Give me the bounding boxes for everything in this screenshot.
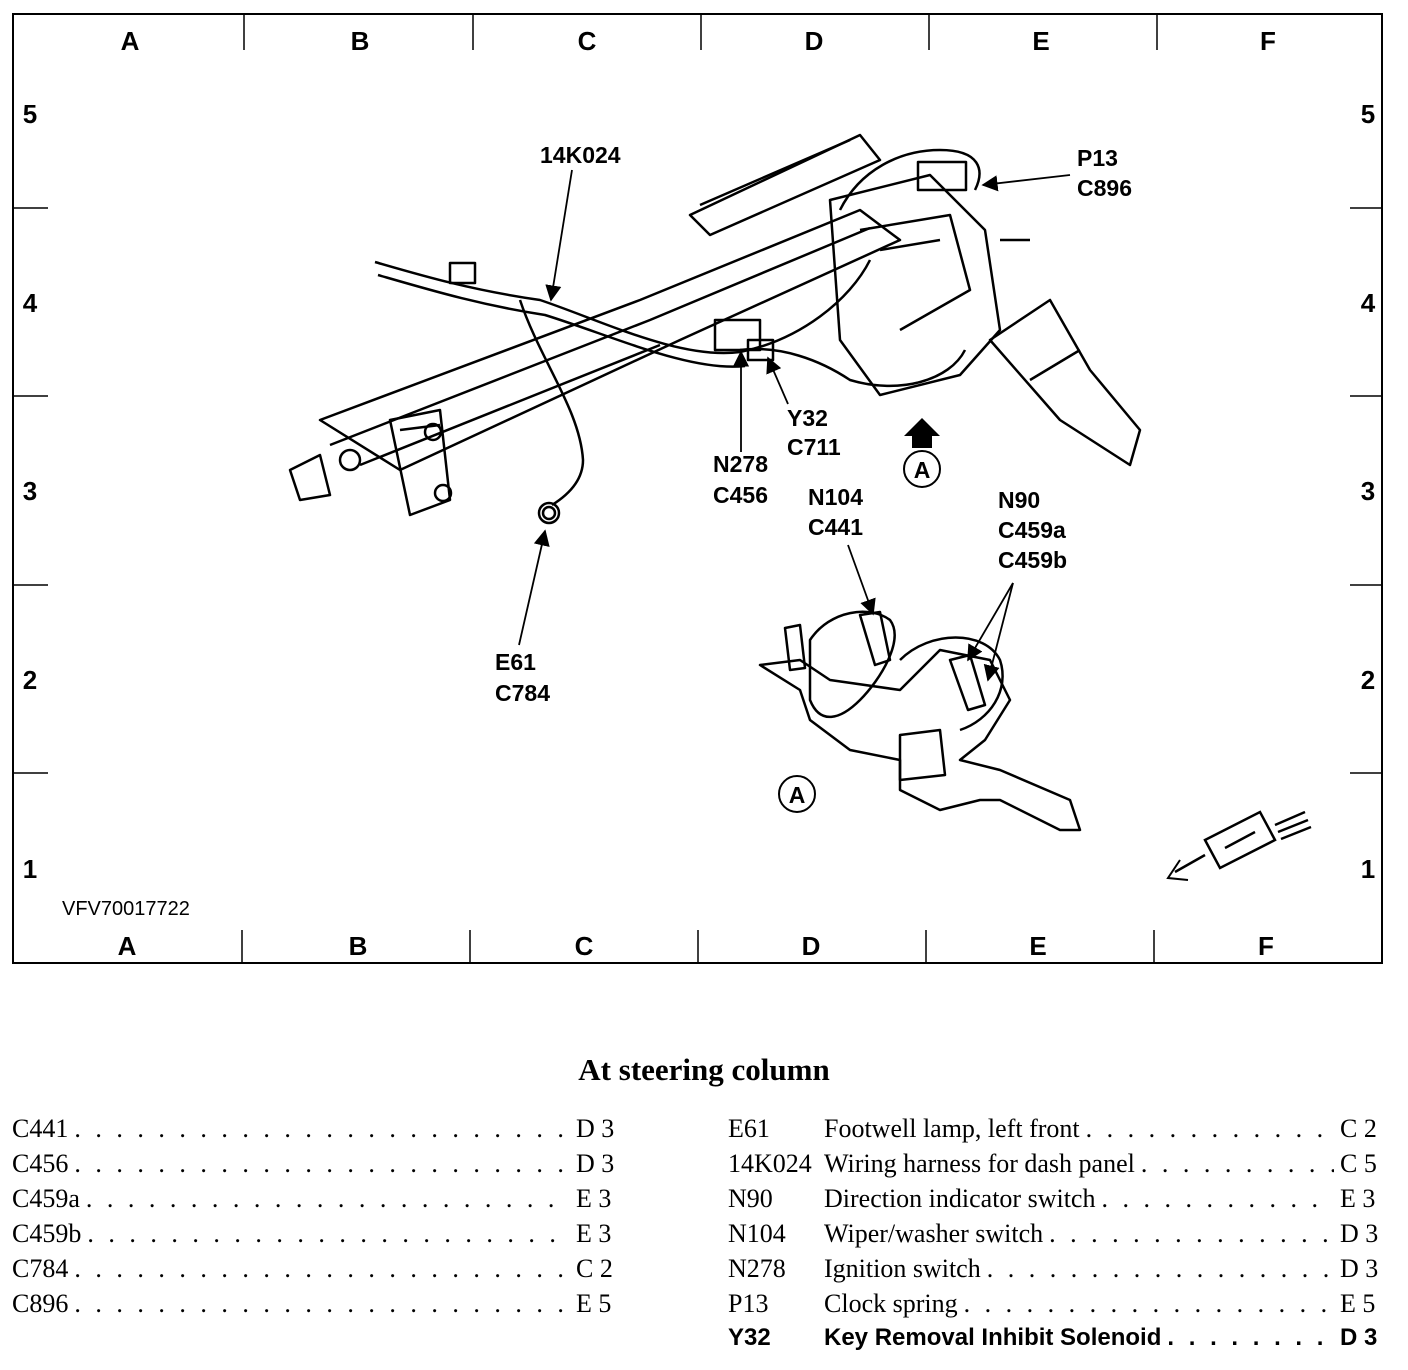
row-label-right-3: 3 — [1361, 476, 1375, 506]
wiring-diagram: A B C D E F A B C D E F 5 4 3 2 1 5 4 3 … — [12, 13, 1383, 964]
col-label-bottom-d: D — [802, 931, 821, 961]
callout-c711: C711 — [787, 434, 841, 460]
callout-c784: C784 — [495, 680, 550, 706]
callout-14k024: 14K024 — [540, 142, 621, 168]
caption: At steering column — [578, 1052, 830, 1087]
callout-c459b: C459b — [998, 547, 1067, 573]
legend-row: Y32 Key Removal Inhibit Solenoid D 3 — [728, 1324, 1384, 1359]
legend-code: C456 — [12, 1149, 69, 1178]
legend-loc: E 5 — [1340, 1289, 1376, 1318]
steering-column-illustration — [288, 133, 1142, 525]
col-label-bottom-f: F — [1258, 931, 1274, 961]
row-label-left-1: 1 — [23, 854, 37, 884]
legend-row: C441 D 3 — [12, 1114, 668, 1149]
legend-loc: D 3 — [576, 1114, 615, 1143]
connector-icon — [1166, 810, 1312, 881]
row-label-right-5: 5 — [1361, 99, 1375, 129]
row-label-right-1: 1 — [1361, 854, 1375, 884]
legend-loc: D 3 — [576, 1149, 615, 1178]
legend-code: N104 — [728, 1219, 786, 1248]
legend-loc: C 5 — [1340, 1149, 1377, 1178]
legend-row: C784 C 2 — [12, 1254, 668, 1289]
callout-n90: N90 — [998, 487, 1040, 513]
col-label-bottom-e: E — [1029, 931, 1046, 961]
legend-desc: Clock spring — [824, 1289, 958, 1318]
legend-row: N90 Direction indicator switch E 3 — [728, 1184, 1384, 1219]
grid-ticks — [13, 14, 1382, 963]
legend-desc: Footwell lamp, left front — [824, 1114, 1080, 1143]
legend-code: E61 — [728, 1114, 770, 1143]
callout-n278: N278 — [713, 451, 768, 477]
col-label-top-e: E — [1032, 26, 1049, 56]
callout-c459a: C459a — [998, 517, 1066, 543]
legend-loc: E 5 — [576, 1289, 612, 1318]
view-label-main-text: A — [914, 457, 931, 483]
callout-c456: C456 — [713, 482, 768, 508]
legend-row: P13 Clock spring E 5 — [728, 1289, 1384, 1324]
callout-p13: P13 — [1077, 145, 1118, 171]
legend-loc: C 2 — [1340, 1114, 1377, 1143]
view-label-main: A — [903, 450, 941, 488]
legend-code: C896 — [12, 1289, 69, 1318]
legend-row: E61 Footwell lamp, left front C 2 — [728, 1114, 1384, 1149]
view-arrow-icon — [904, 418, 940, 448]
legend-loc: D 3 — [1340, 1219, 1379, 1248]
legend-row: N104 Wiper/washer switch D 3 — [728, 1219, 1384, 1254]
callout-n104: N104 — [808, 484, 863, 510]
callout-leaders — [518, 169, 1071, 682]
figure-code: VFV70017722 — [62, 898, 190, 920]
row-label-right-4: 4 — [1361, 288, 1376, 318]
col-label-top-f: F — [1260, 26, 1276, 56]
legend-left: C441 D 3 C456 D 3 C459a E 3 C459b E 3 C784 C … — [12, 1114, 668, 1324]
legend-code: 14K024 — [728, 1149, 812, 1178]
legend-loc: D 3 — [1340, 1254, 1379, 1283]
legend-loc: E 3 — [576, 1184, 612, 1213]
legend-loc: D 3 — [1340, 1324, 1378, 1351]
legend-code: Y32 — [728, 1324, 771, 1351]
legend-row: C456 D 3 — [12, 1149, 668, 1184]
col-label-top-d: D — [805, 26, 824, 56]
legend-loc: E 3 — [1340, 1184, 1376, 1213]
legend-code: C459b — [12, 1219, 82, 1248]
callout-y32: Y32 — [787, 405, 828, 431]
diagram-frame — [12, 13, 1383, 964]
detail-a-illustration — [758, 610, 1082, 832]
legend-loc: E 3 — [576, 1219, 612, 1248]
callout-e61: E61 — [495, 649, 536, 675]
row-label-left-3: 3 — [23, 476, 37, 506]
legend-code: C441 — [12, 1114, 69, 1143]
legend-code: N278 — [728, 1254, 786, 1283]
legend-desc: Wiring harness for dash panel — [824, 1149, 1135, 1178]
callout-c441: C441 — [808, 514, 863, 540]
legend-desc: Key Removal Inhibit Solenoid — [824, 1324, 1162, 1351]
callout-c896: C896 — [1077, 175, 1132, 201]
col-label-top-b: B — [351, 26, 370, 56]
row-label-left-5: 5 — [23, 99, 37, 129]
col-label-bottom-a: A — [118, 931, 137, 961]
view-label-detail-text: A — [789, 782, 806, 808]
legend-row: C459b E 3 — [12, 1219, 668, 1254]
legend-code: P13 — [728, 1289, 769, 1318]
legend-loc: C 2 — [576, 1254, 613, 1283]
legend-desc: Direction indicator switch — [824, 1184, 1096, 1213]
legend-desc: Ignition switch — [824, 1254, 981, 1283]
col-label-bottom-c: C — [575, 931, 594, 961]
legend-row: N278 Ignition switch D 3 — [728, 1254, 1384, 1289]
legend-code: C784 — [12, 1254, 69, 1283]
col-label-top-a: A — [121, 26, 140, 56]
legend-desc: Wiper/washer switch — [824, 1219, 1044, 1248]
legend-row: C459a E 3 — [12, 1184, 668, 1219]
row-label-right-2: 2 — [1361, 665, 1375, 695]
row-label-left-2: 2 — [23, 665, 37, 695]
row-label-left-4: 4 — [23, 288, 38, 318]
legend-row: 14K024 Wiring harness for dash panel C 5 — [728, 1149, 1384, 1184]
view-label-detail: A — [778, 775, 816, 813]
legend-row: C896 E 5 — [12, 1289, 668, 1324]
legend-code: C459a — [12, 1184, 80, 1213]
col-label-top-c: C — [578, 26, 597, 56]
legend-code: N90 — [728, 1184, 773, 1213]
col-label-bottom-b: B — [349, 931, 368, 961]
